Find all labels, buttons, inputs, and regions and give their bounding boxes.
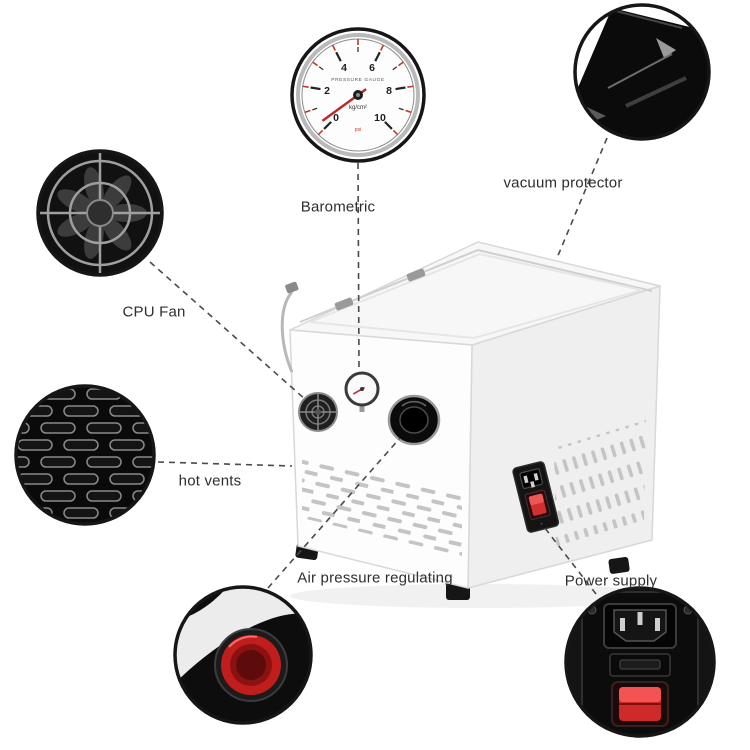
front-fan [298,392,338,432]
gauge-tick-6: 6 [369,62,375,74]
iec-power-inlet [603,603,677,649]
lid-inner-line [309,252,643,340]
air-pressure-label: Air pressure regulating [297,569,453,587]
machine-shadow [290,584,670,608]
leader-vacuum-protector [556,137,608,259]
barometric-label: Barometric [300,198,376,216]
side-vents [554,420,646,546]
leader-cpu-fan [149,261,307,401]
gauge-tick-0: 0 [333,112,339,124]
power-supply-callout [564,586,716,738]
air-pressure-callout [173,585,313,725]
gauge-title: PRESSURE GAUGE [331,77,384,83]
rocker-switch [611,681,669,727]
power-supply-label: Power supply [564,572,658,590]
leader-hot-vents [157,461,293,467]
lid-hinge-right [406,268,426,282]
vacuum-protector-callout [573,3,711,141]
leader-power-supply [540,522,597,595]
lid-hinge-left [334,297,354,311]
fuse-holder [609,653,671,677]
gauge-tick-8: 8 [386,85,392,97]
hot-vents-label: hot vents [178,472,242,490]
gauge-red-ticks [302,39,414,136]
hose-connector [285,281,299,294]
gauge-tick-4: 4 [341,62,347,74]
front-pressure-gauge [344,371,380,412]
hot-vents-callout [14,384,156,526]
vacuum-hose [280,291,294,373]
pressure-gauge-callout: 0 2 4 6 8 10 PRESSURE GAUGE kg/cm² psi [290,27,426,163]
machine-illustration [280,241,670,608]
gauge-tick-10: 10 [374,112,386,124]
gauge-unit: kg/cm² [349,105,367,111]
power-inlet-module [512,461,560,533]
gauge-main-ticks [310,47,406,130]
gauge-unit-psi: psi [355,127,361,133]
machine-foot-right [608,556,630,574]
air-outlet-port [387,394,441,446]
leader-air-pressure [267,437,401,589]
leader-barometric [357,162,360,369]
cpu-fan-label: CPU Fan [122,303,186,321]
cpu-fan-callout [36,149,164,277]
leader-lines [149,137,608,595]
front-vents [302,455,462,556]
gauge-tick-2: 2 [324,85,330,97]
vacuum-protector-label: vacuum protector [503,174,623,192]
